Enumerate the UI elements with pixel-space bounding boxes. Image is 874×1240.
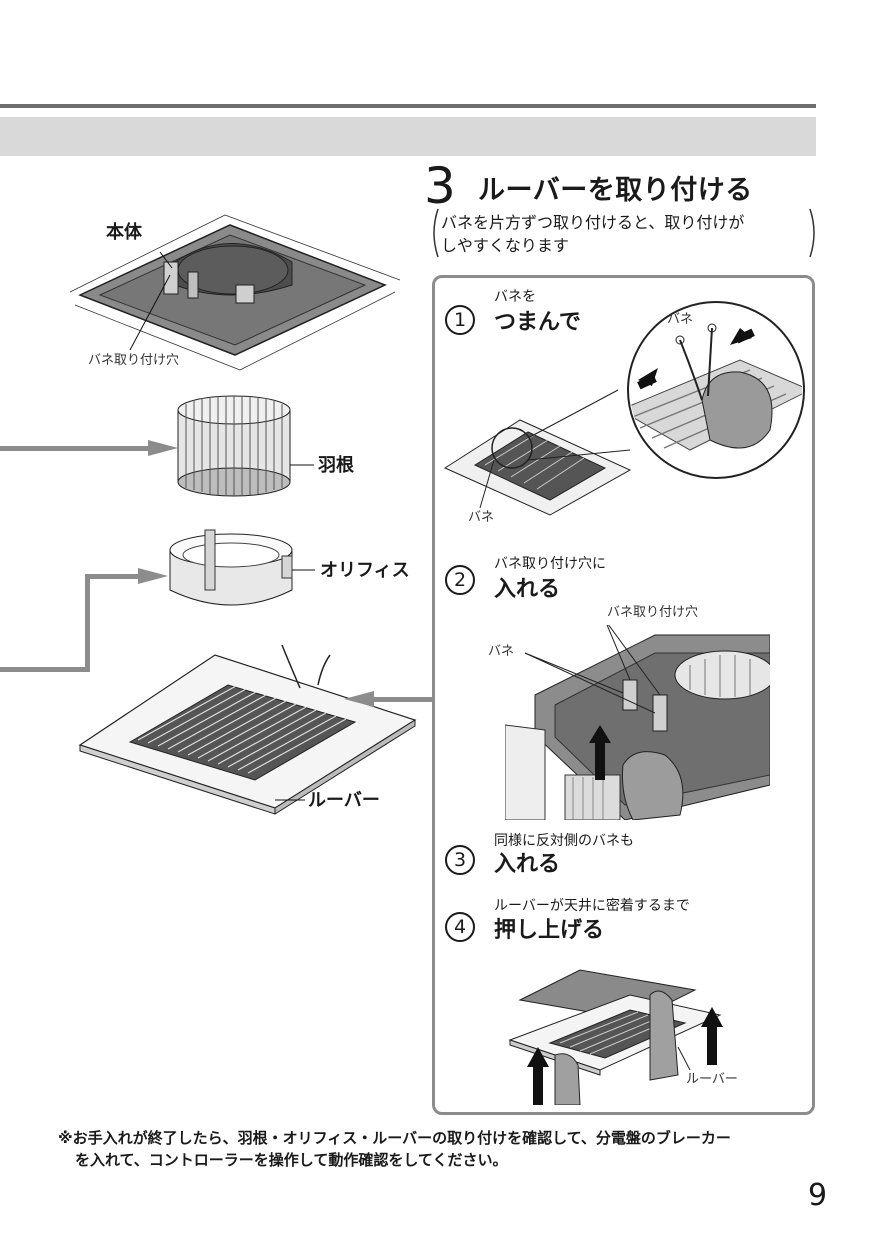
fan-label: 羽根 — [318, 455, 354, 476]
spring-hole-label: バネ取り付け穴 — [88, 353, 180, 368]
substep-3-title: 入れる — [494, 852, 561, 877]
body-label: 本体 — [106, 222, 142, 243]
substeps-box — [432, 275, 815, 1115]
spring-bottom-label: バネ — [468, 510, 495, 525]
substep-1-illustration — [443, 301, 805, 516]
louver-illustration — [78, 644, 417, 815]
fan-illustration — [177, 395, 314, 497]
parts-illustration — [0, 214, 432, 815]
orifice-illustration — [169, 529, 315, 606]
substep-2-illustration — [505, 625, 770, 820]
note-parentheses — [433, 208, 815, 258]
note-line-1: バネを片方ずつ取り付けると、取り付けが — [441, 213, 745, 232]
louver-fig-label: ルーバー — [686, 1072, 738, 1087]
spring-zoom-label: バネ — [667, 312, 694, 327]
orifice-label: オリフィス — [320, 560, 410, 581]
substep-4-subtitle: ルーバーが天井に密着するまで — [494, 898, 690, 914]
footnote-line-1: ※お手入れが終了したら、羽根・オリフィス・ルーバーの取り付けを確認して、分電盤の… — [58, 1129, 731, 1147]
substep-3-marker: 3 — [445, 845, 475, 875]
flow-arrows — [0, 440, 432, 707]
substep-2-marker: 2 — [445, 565, 475, 595]
substep-1-subtitle: バネを — [494, 289, 536, 305]
top-rule — [0, 104, 816, 108]
note-line-2: しやすくなります — [441, 236, 569, 255]
footnote-line-2: を入れて、コントローラーを操作して動作確認をしてください。 — [75, 1151, 508, 1169]
spring-hole-fig-label: バネ取り付け穴 — [607, 605, 699, 620]
substep-4-illustration — [508, 969, 723, 1105]
substep-4-title: 押し上げる — [494, 918, 605, 943]
substep-2-title: 入れる — [494, 577, 561, 602]
substep-1-marker: 1 — [445, 305, 475, 335]
step-number: 3 — [424, 157, 456, 215]
section-band — [0, 117, 816, 156]
substep-2-subtitle: バネ取り付け穴に — [494, 556, 606, 572]
spring-left-label: バネ — [488, 644, 515, 659]
step-title: ルーバーを取り付ける — [478, 175, 753, 206]
louver-label: ルーバー — [308, 790, 380, 811]
substep-4-marker: 4 — [445, 912, 475, 942]
substep-3-subtitle: 同様に反対側のバネも — [494, 833, 634, 849]
substep-1-title: つまんで — [494, 310, 581, 335]
body-illustration — [69, 214, 401, 371]
page-number: 9 — [808, 1178, 828, 1213]
